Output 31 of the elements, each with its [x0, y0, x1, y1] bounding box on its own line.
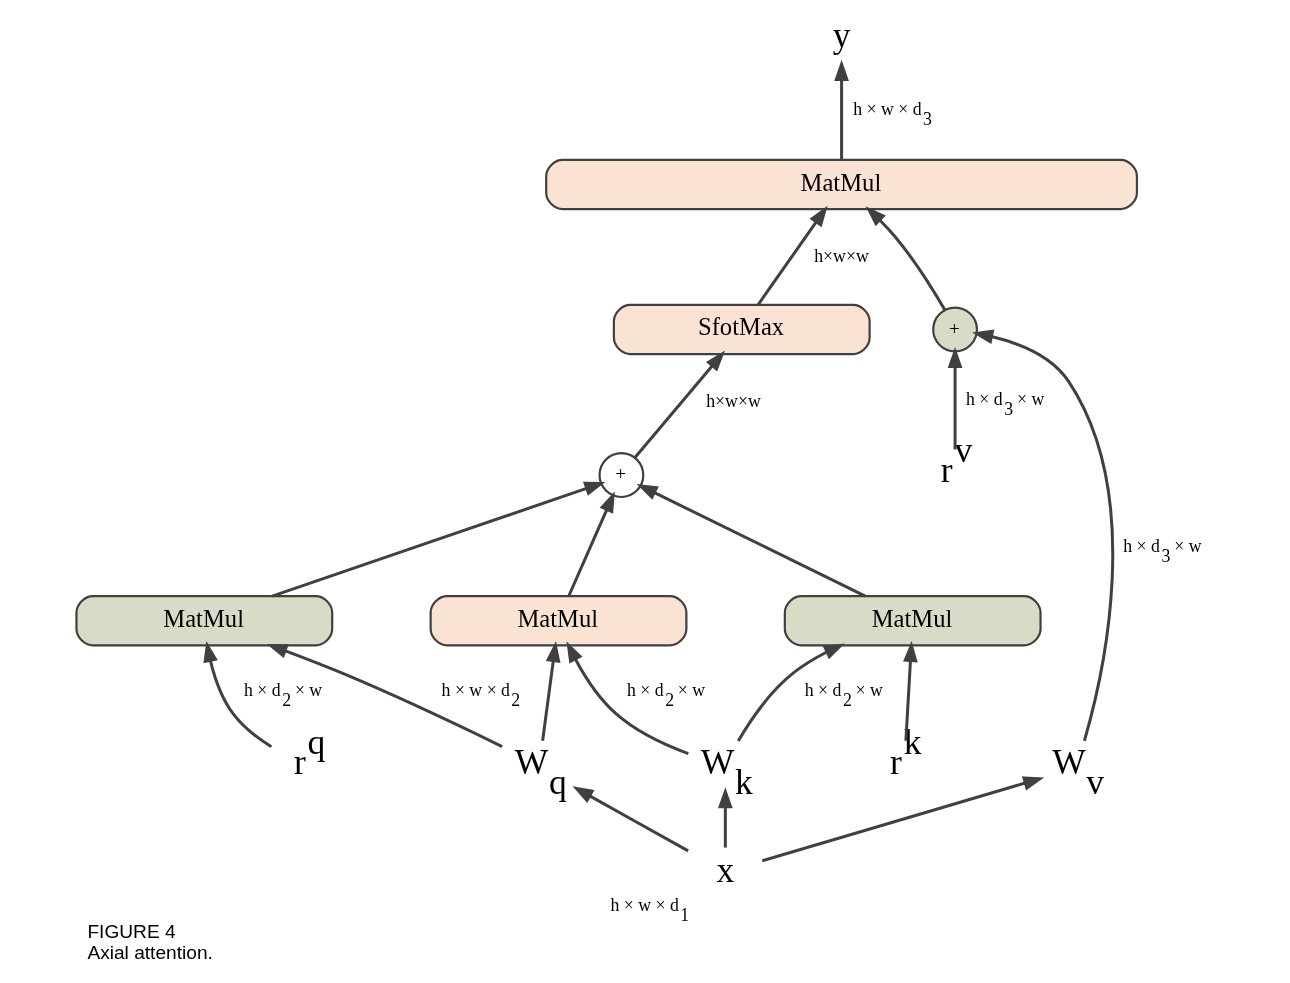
arrow — [761, 776, 1045, 863]
edge-label: h×w×w — [706, 390, 761, 411]
arrow — [266, 643, 503, 748]
arrow — [634, 350, 726, 459]
arrow — [541, 641, 561, 741]
arrow — [865, 206, 947, 311]
caption: Axial attention. — [87, 941, 213, 963]
node-box: SfotMax — [612, 303, 871, 356]
arrow — [566, 641, 689, 756]
arrow — [736, 643, 845, 742]
node-box: MatMul — [545, 158, 1139, 211]
arrow — [271, 481, 606, 598]
edge-label: h×w×w — [814, 245, 869, 266]
node-box: MatMul — [783, 595, 1042, 647]
node-box: MatMul — [429, 595, 688, 647]
node-circle: + — [598, 452, 645, 499]
arrow — [903, 640, 918, 741]
arrow — [636, 483, 866, 598]
arrow — [947, 346, 963, 450]
arrow — [567, 491, 615, 597]
arrow — [203, 641, 273, 748]
node-text: y — [832, 15, 851, 56]
arrow — [972, 329, 1115, 742]
node-box: MatMul — [75, 595, 334, 647]
arrow — [834, 59, 849, 160]
diagram-title: FIGURE 4 — [87, 921, 176, 943]
arrow — [572, 786, 689, 853]
node-circle: + — [932, 306, 979, 353]
arrow — [757, 205, 828, 306]
node-text: x — [716, 849, 735, 890]
arrow — [717, 787, 733, 848]
